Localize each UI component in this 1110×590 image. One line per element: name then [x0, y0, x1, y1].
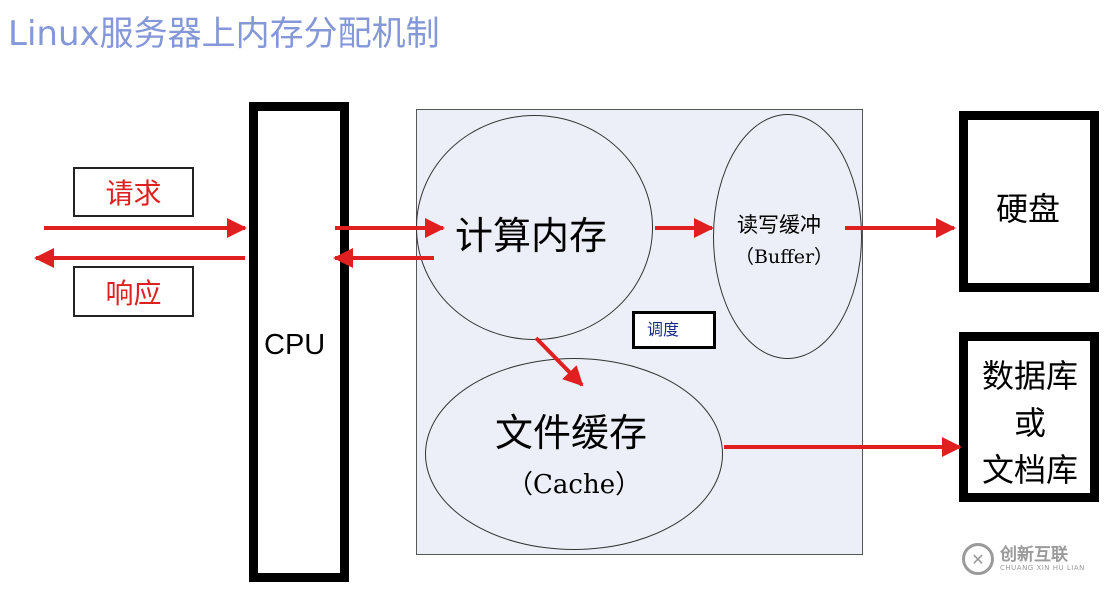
schedule-label: 调度 [647, 320, 680, 339]
cpu-box: CPU [249, 102, 349, 582]
buffer-label: 读写缓冲 [737, 213, 821, 237]
cache-ellipse [425, 358, 723, 550]
response-label: 响应 [73, 266, 194, 317]
watermark-sub: CHUANG XIN HU LIAN [1000, 564, 1085, 572]
schedule-box: 调度 [632, 311, 716, 349]
watermark: ✕ 创新互联 CHUANG XIN HU LIAN [962, 533, 1106, 585]
request-label: 请求 [73, 167, 194, 217]
db-line-3: 文档库 [982, 451, 1079, 489]
buffer-en-label: （Buffer） [735, 246, 834, 268]
memory-to-cache-arrow [534, 336, 584, 387]
page-title: Linux服务器上内存分配机制 [8, 14, 440, 54]
compute-memory-ellipse [416, 115, 653, 340]
database-box: 数据库 或 文档库 [959, 332, 1099, 502]
brand-logo-icon: ✕ [962, 543, 994, 575]
disk-label: 硬盘 [996, 190, 1061, 228]
db-line-2: 或 [1014, 404, 1047, 442]
db-line-1: 数据库 [982, 357, 1079, 395]
cpu-label: CPU [264, 329, 326, 361]
cache-label: 文件缓存 [495, 411, 648, 455]
watermark-brand: 创新互联 [1000, 545, 1068, 565]
disk-box: 硬盘 [959, 111, 1099, 292]
cache-en-label: （Cache） [507, 470, 642, 500]
compute-memory-label: 计算内存 [455, 214, 608, 258]
